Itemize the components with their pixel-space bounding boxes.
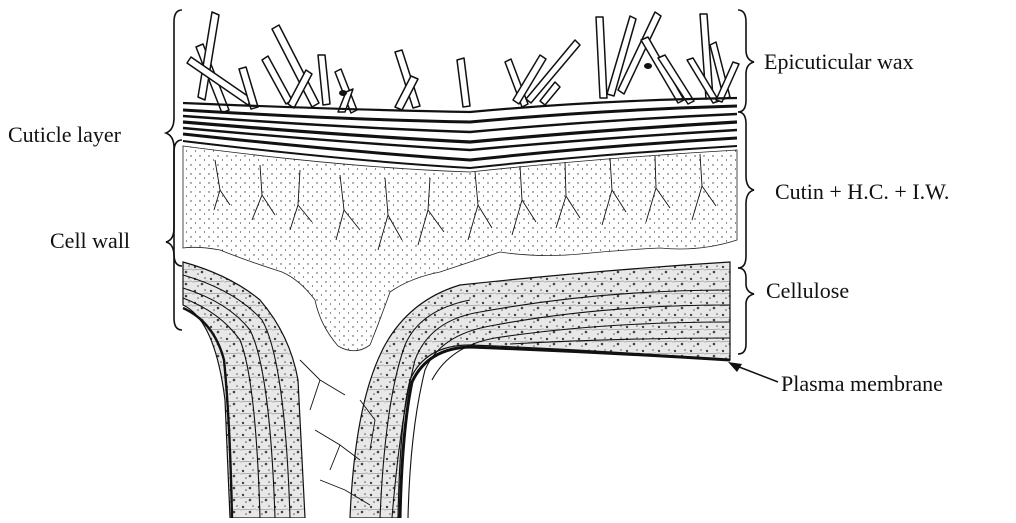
brace-cutin bbox=[738, 112, 754, 268]
plasma-membrane-arrow bbox=[728, 362, 778, 382]
cellulose-left-pillar bbox=[183, 262, 305, 518]
brace-cellulose bbox=[738, 268, 754, 354]
cutin-hc-iw-label: Cutin + H.C. + I.W. bbox=[775, 181, 949, 203]
epicuticular-wax-label: Epicuticular wax bbox=[764, 51, 914, 73]
plasma-membrane-line bbox=[400, 347, 730, 518]
wax-nodule-right bbox=[644, 63, 652, 69]
cellulose-label: Cellulose bbox=[766, 280, 849, 302]
cell-wall-label: Cell wall bbox=[50, 230, 130, 252]
wax-nodule-left bbox=[339, 90, 347, 96]
epicuticular-wax-rods bbox=[187, 12, 739, 113]
brace-epicuticular-wax bbox=[738, 10, 754, 112]
cuticle-layer-label: Cuticle layer bbox=[8, 124, 121, 146]
cellulose-right-arm bbox=[350, 262, 730, 518]
plasma-membrane-label: Plasma membrane bbox=[781, 373, 943, 395]
